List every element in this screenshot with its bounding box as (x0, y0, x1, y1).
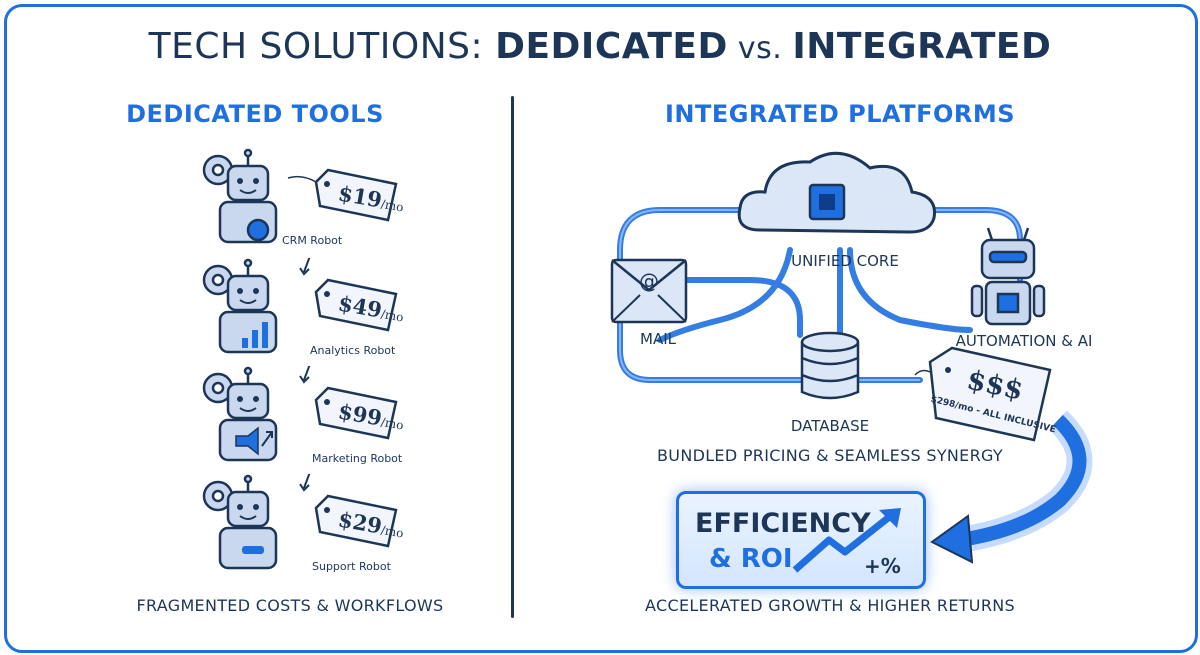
efficiency-roi-box: EFFICIENCY & ROI +% (676, 491, 926, 589)
growth-arrow (958, 414, 1087, 547)
dedicated-heading: DEDICATED TOOLS (126, 100, 384, 128)
title-vs: vs. (727, 31, 793, 66)
svg-text:@: @ (639, 269, 659, 293)
automation-label: AUTOMATION & AI (955, 332, 1093, 350)
integration-network: @ (610, 151, 1093, 564)
robot-name-analytics: Analytics Robot (310, 344, 396, 357)
robot-support: $29/mo Support Robot (198, 474, 418, 584)
robot-marketing: $99/mo Marketing Robot (198, 366, 418, 476)
dedicated-caption: FRAGMENTED COSTS & WORKFLOWS (136, 596, 444, 615)
robot-name-marketing: Marketing Robot (312, 452, 403, 465)
integrated-heading: INTEGRATED PLATFORMS (664, 100, 1016, 128)
robot-crm: $19/mo CRM Robot (198, 148, 418, 258)
title-right: INTEGRATED (792, 26, 1052, 67)
pipe-core-mail (657, 247, 793, 343)
robot-name-support: Support Robot (312, 560, 391, 573)
robot-analytics: $49/mo Analytics Robot (198, 258, 418, 368)
pipe-mail-db (682, 277, 803, 338)
roi-line1: EFFICIENCY (695, 508, 871, 539)
roi-percent: +% (864, 554, 901, 578)
mail-icon: @ (610, 258, 688, 324)
robot-marketing-icon (202, 366, 398, 462)
page-title: TECH SOLUTIONS: DEDICATED vs. INTEGRATED (0, 26, 1200, 67)
automation-robot-icon (970, 227, 1046, 326)
title-prefix: TECH SOLUTIONS: (148, 26, 496, 67)
robot-crm-icon (202, 148, 398, 244)
robot-support-icon (202, 474, 398, 570)
database-label: DATABASE (790, 417, 870, 435)
title-left: DEDICATED (495, 26, 728, 67)
database-icon (800, 331, 860, 400)
integrated-caption-bottom: ACCELERATED GROWTH & HIGHER RETURNS (645, 596, 1015, 615)
mail-label: MAIL (640, 330, 676, 348)
robot-analytics-icon (202, 258, 398, 354)
core-label: UNIFIED CORE (791, 252, 899, 270)
section-divider (511, 96, 514, 618)
pipe-core-ai (847, 247, 973, 333)
bundle-price-tag (928, 346, 1052, 442)
roi-line2: & ROI (709, 544, 793, 574)
robot-name-crm: CRM Robot (282, 234, 343, 247)
integrated-caption-top: BUNDLED PRICING & SEAMLESS SYNERGY (657, 446, 1003, 465)
trend-up-icon (792, 508, 901, 573)
